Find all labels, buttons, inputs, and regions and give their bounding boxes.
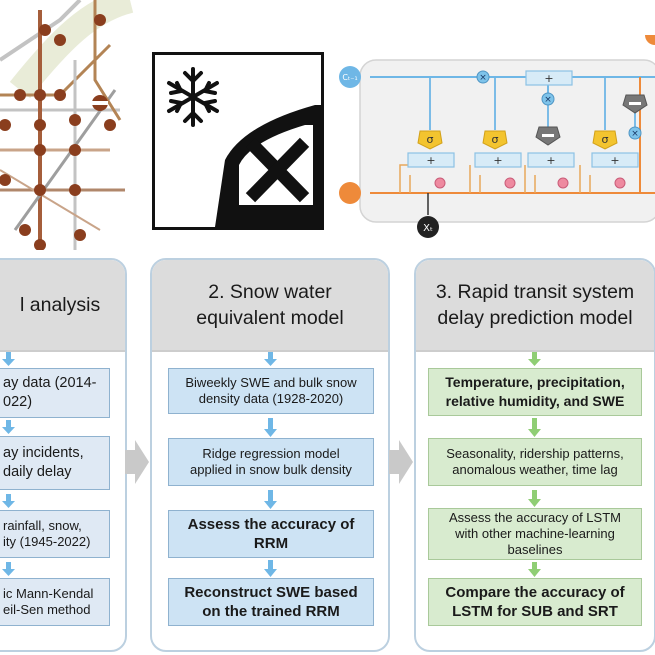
svg-text:×: ×: [479, 73, 487, 83]
step-box: Ridge regression model applied in snow b…: [168, 438, 374, 486]
step-box: ay incidents, daily delay: [0, 436, 110, 490]
lstm-cell-diagram: +++++ ××× σ σ σ Cₜ: [330, 25, 655, 240]
svg-text:×: ×: [631, 129, 639, 139]
step-box: Reconstruct SWE based on the trained RRM: [168, 578, 374, 626]
step-box: ay data (2014- 022): [0, 368, 110, 418]
svg-text:Xₜ: Xₜ: [423, 223, 433, 234]
svg-text:σ: σ: [492, 133, 499, 146]
panel-arrow: [125, 440, 149, 484]
panel-snow-water-equivalent: 2. Snow water equivalent model Biweekly …: [150, 258, 390, 652]
step-box: Assess the accuracy of LSTM with other m…: [428, 508, 642, 560]
step-box: Temperature, precipitation, relative hum…: [428, 368, 642, 416]
panel-title: 3. Rapid transit system delay prediction…: [416, 260, 654, 352]
svg-text:+: +: [544, 72, 553, 85]
svg-text:+: +: [426, 154, 435, 167]
svg-text:σ: σ: [602, 133, 609, 146]
flow-arrows: [528, 352, 541, 577]
svg-text:+: +: [546, 154, 555, 167]
step-box: ic Mann-Kendal eil-Sen method: [0, 578, 110, 626]
snow-train-icon: [152, 52, 324, 230]
flow-arrows: [2, 352, 15, 576]
panel-title: 2. Snow water equivalent model: [152, 260, 388, 352]
step-box: Assess the accuracy of RRM: [168, 510, 374, 558]
flow-arrows: [264, 352, 277, 577]
svg-text:+: +: [610, 154, 619, 167]
step-box: Compare the accuracy of LSTM for SUB and…: [428, 578, 642, 626]
step-box: Biweekly SWE and bulk snow density data …: [168, 368, 374, 414]
svg-text:+: +: [493, 154, 502, 167]
svg-text:Cₜ₋₁: Cₜ₋₁: [342, 73, 357, 82]
svg-text:σ: σ: [427, 133, 434, 146]
panel-delay-prediction: 3. Rapid transit system delay prediction…: [414, 258, 655, 652]
svg-text:×: ×: [544, 95, 552, 105]
step-box: Seasonality, ridership patterns, anomalo…: [428, 438, 642, 486]
panel-arrow: [389, 440, 413, 484]
step-box: rainfall, snow, ity (1945-2022): [0, 510, 110, 558]
metro-map-image: [0, 0, 135, 250]
panel-title: l analysis: [0, 260, 125, 352]
panel-analysis: l analysis ay data (2014- 022) ay incide…: [0, 258, 127, 652]
